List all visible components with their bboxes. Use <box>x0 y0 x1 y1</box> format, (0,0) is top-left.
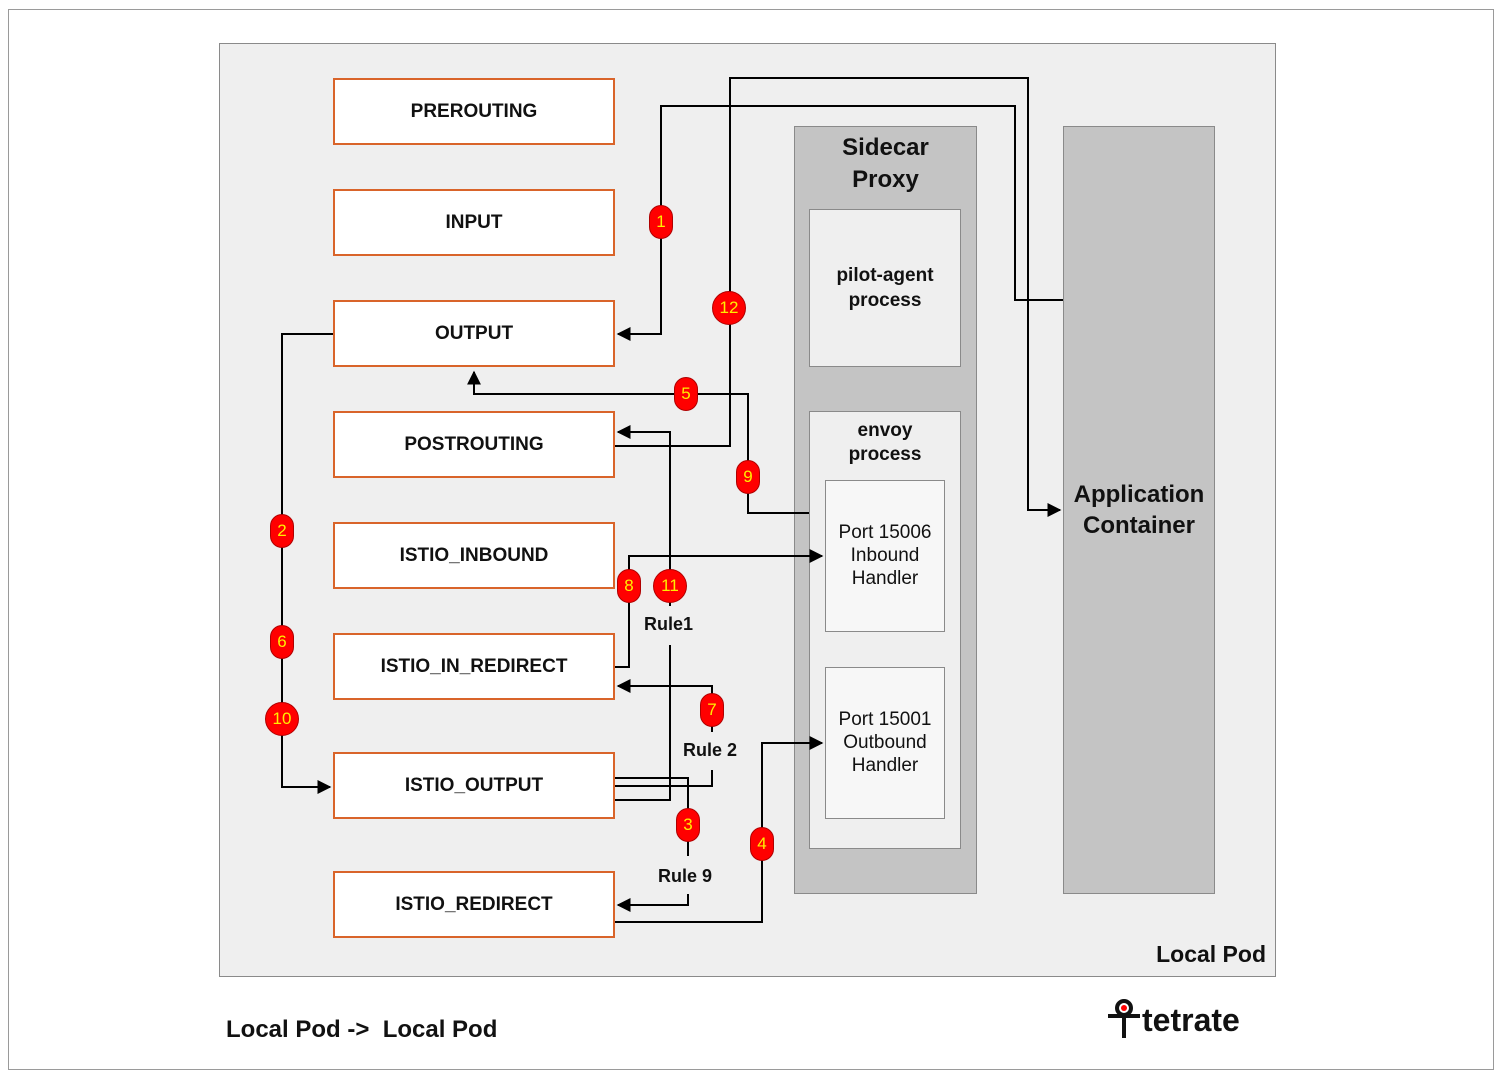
inbound-handler-line2: Inbound <box>850 545 920 566</box>
path-12 <box>615 77 1062 517</box>
application-container-box <box>1063 126 1215 894</box>
local-pod-label: Local Pod <box>1156 941 1266 967</box>
chain-output: OUTPUT <box>333 300 615 367</box>
sidecar-title-line2: Proxy <box>852 166 919 193</box>
path-2-6-10 <box>281 333 333 794</box>
step-badge-7: 7 <box>700 693 724 727</box>
chain-istio-in-redirect: ISTIO_IN_REDIRECT <box>333 633 615 700</box>
app-container-line2: Container <box>1082 512 1195 539</box>
inbound-handler-line1: Port 15006 <box>838 522 932 543</box>
tetrate-logo-icon <box>1108 999 1140 1038</box>
step-badge-3: 3 <box>676 808 700 842</box>
tetrate-logo-text: tetrate <box>1142 1002 1240 1038</box>
step-badge-6: 6 <box>270 625 294 659</box>
outbound-handler-box <box>825 667 945 819</box>
chain-istio-redirect: ISTIO_REDIRECT <box>333 871 615 938</box>
chain-postrouting: POSTROUTING <box>333 411 615 478</box>
path-4 <box>615 736 824 923</box>
pilot-agent-line2: process <box>848 290 922 311</box>
inbound-handler-box <box>825 480 945 632</box>
outbound-handler-line2: Outbound <box>843 732 927 753</box>
step-badge-9: 9 <box>736 460 760 494</box>
path-5-9 <box>467 370 809 514</box>
path-11b <box>616 425 671 606</box>
chain-input: INPUT <box>333 189 615 256</box>
path-7 <box>615 770 713 787</box>
step-badge-8: 8 <box>617 569 641 603</box>
step-badge-4: 4 <box>750 827 774 861</box>
inbound-handler-line3: Handler <box>851 568 919 589</box>
outer-frame <box>8 9 1494 1070</box>
path-1 <box>616 105 1063 341</box>
chain-istio-output: ISTIO_OUTPUT <box>333 752 615 819</box>
tetrate-logo: tetrate <box>1104 996 1274 1044</box>
rule1-label: Rule1 <box>642 614 696 635</box>
chain-istio-inbound: ISTIO_INBOUND <box>333 522 615 589</box>
pilot-agent-box <box>809 209 961 367</box>
outbound-handler-line1: Port 15001 <box>838 709 932 730</box>
step-badge-10: 10 <box>265 702 299 736</box>
path-11 <box>615 645 671 801</box>
step-badge-12: 12 <box>712 291 746 325</box>
path-8 <box>615 549 824 668</box>
envoy-line2: process <box>848 444 922 465</box>
chain-prerouting: PREROUTING <box>333 78 615 145</box>
step-badge-5: 5 <box>674 377 698 411</box>
pilot-agent-line1: pilot-agent <box>836 265 934 286</box>
step-badge-2: 2 <box>270 514 294 548</box>
app-container-line1: Application <box>1073 481 1205 508</box>
step-badge-11: 11 <box>653 569 687 603</box>
outbound-handler-line3: Handler <box>851 755 919 776</box>
sidecar-title-line1: Sidecar <box>842 134 929 161</box>
envoy-line1: envoy <box>857 420 913 441</box>
rule2-label: Rule 2 <box>681 740 740 761</box>
step-badge-1: 1 <box>649 205 673 239</box>
rule9-label: Rule 9 <box>656 866 715 887</box>
path-3b <box>616 894 689 912</box>
path-7b <box>616 679 713 732</box>
caption: Local Pod -> Local Pod <box>226 1016 498 1043</box>
